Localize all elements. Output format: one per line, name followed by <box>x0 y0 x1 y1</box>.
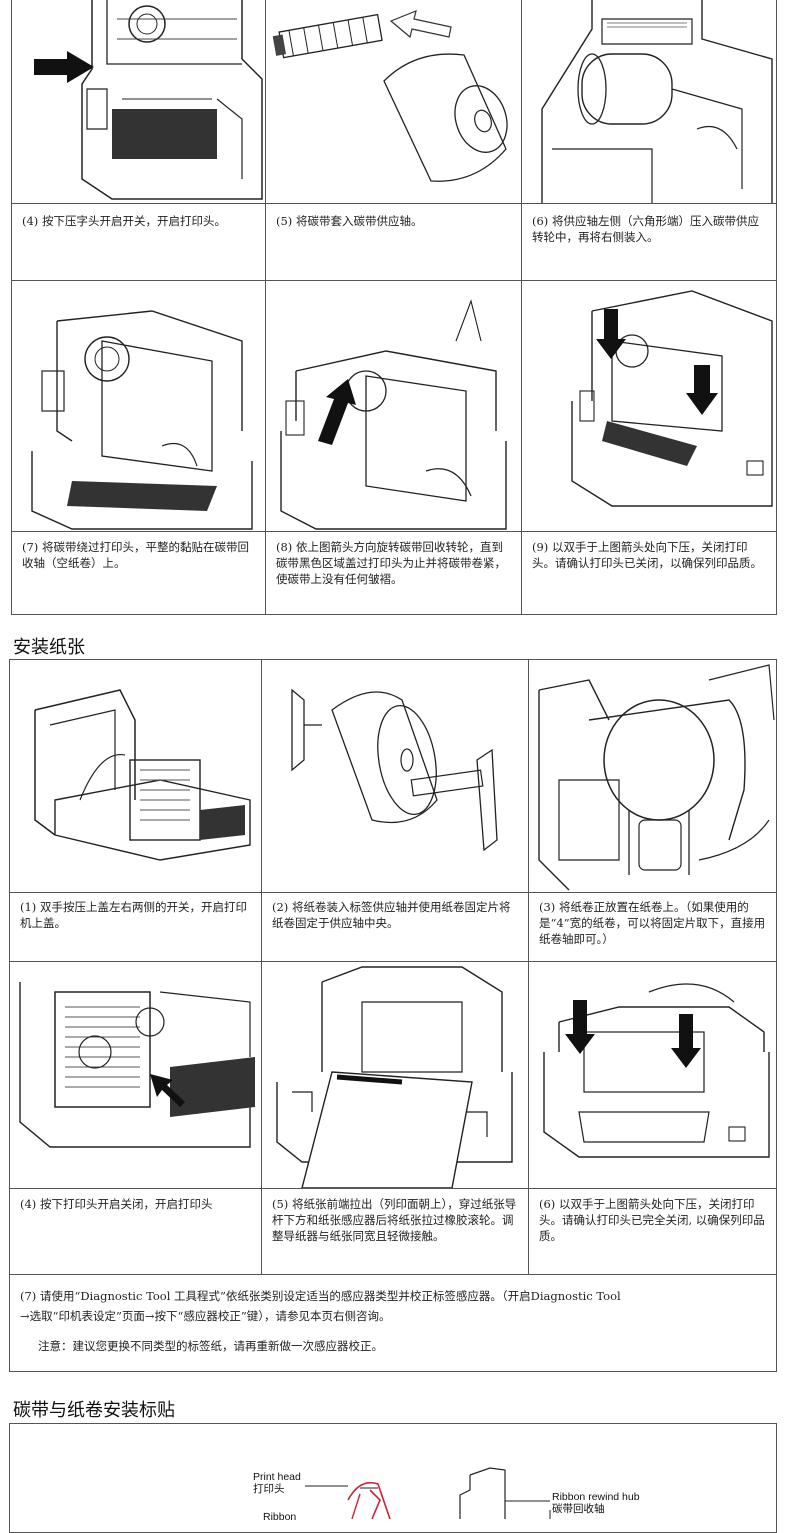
ribbon-step-8-caption-cell: (8) 依上图箭头方向旋转碳带回收转轮，直到碳带黑色区域盖过打印头为止并将碳带卷… <box>265 531 522 615</box>
paper-step-2-image-cell <box>261 659 529 893</box>
arrow-down-icon <box>596 309 626 359</box>
paper-step-1-image-cell <box>9 659 262 893</box>
ribbon-step-6-text: (6) 将供应轴左侧（六角形端）压入碳带供应转轮中，再将右侧装入。 <box>532 214 759 244</box>
ribbon-step-8-text: (8) 依上图箭头方向旋转碳带回收转轮，直到碳带黑色区域盖过打印头为止并将碳带卷… <box>276 540 506 586</box>
arrow-down-icon <box>671 1014 701 1068</box>
ribbon-roll-and-spindle-illustration <box>272 10 508 182</box>
label-ribbon-en: Ribbon <box>263 1511 297 1523</box>
paper-step-1-caption-cell: (1) 双手按压上盖左右两侧的开关，开启打印机上盖。 <box>9 892 262 962</box>
paper-step-6-image-cell <box>528 961 777 1189</box>
close-print-head-paper-illustration <box>543 983 770 1158</box>
paper-step-5-text: (5) 将纸张前端拉出（列印面朝上），穿过纸张导杆下方和纸张感应器后将纸张拉过橡… <box>272 1197 517 1243</box>
pull-paper-through-illustration <box>276 966 513 1188</box>
label-print-head-en: Print head <box>253 1471 301 1483</box>
arrow-left-icon <box>389 10 452 39</box>
ribbon-step-4-caption-cell: (4) 按下压字头开启开关，开启打印头。 <box>11 203 266 281</box>
paper-note-line-1: (7) 请使用“Diagnostic Tool 工具程式”依纸张类别设定适当的感… <box>20 1289 621 1303</box>
ribbon-step-4-text: (4) 按下压字头开启开关，开启打印头。 <box>22 214 226 228</box>
label-rewind-hub-en: Ribbon rewind hub <box>552 1491 640 1503</box>
printer-open-head-illustration <box>34 0 263 200</box>
printer-supply-spindle-illustration <box>541 0 773 203</box>
arrow-down-icon <box>686 365 718 415</box>
ribbon-step-9-text: (9) 以双手于上图箭头处向下压，关闭打印头。请确认打印头已关闭，以确保列印品质… <box>532 540 762 570</box>
sticker-diagram-illustration <box>305 1467 551 1519</box>
ribbon-step-7-caption-cell: (7) 将碳带绕过打印头，平整的黏贴在碳带回收轴（空纸卷）上。 <box>11 531 266 615</box>
ribbon-step-9-caption-cell: (9) 以双手于上图箭头处向下压，关闭打印头。请确认打印头已关闭，以确保列印品质… <box>521 531 777 615</box>
paper-roll-in-printer-illustration <box>538 664 775 891</box>
paper-step-3-image-cell <box>528 659 777 893</box>
ribbon-step-7-image-cell <box>11 280 266 532</box>
ribbon-step-5-image-cell <box>265 0 522 204</box>
ribbon-step-4-image-cell <box>11 0 266 204</box>
ribbon-step-9-image-cell <box>521 280 777 532</box>
sticker-section-title: 碳带与纸卷安装标贴 <box>13 1400 175 1421</box>
paper-section-title: 安装纸张 <box>13 637 85 658</box>
printer-top-cover-open-illustration <box>34 689 251 861</box>
arrow-right-icon <box>34 51 94 83</box>
paper-step-2-caption-cell: (2) 将纸卷装入标签供应轴并使用纸卷固定片将纸卷固定于供应轴中央。 <box>261 892 529 962</box>
ribbon-over-print-head-illustration <box>31 310 253 530</box>
ribbon-step-5-text: (5) 将碳带套入碳带供应轴。 <box>276 214 423 228</box>
paper-step-4-text: (4) 按下打印头开启关闭，开启打印头 <box>20 1197 213 1211</box>
ribbon-step-5-caption-cell: (5) 将碳带套入碳带供应轴。 <box>265 203 522 281</box>
arrow-down-icon <box>565 1000 595 1054</box>
label-print-head-cn: 打印头 <box>253 1483 285 1495</box>
label-rewind-hub-cn: 碳带回收轴 <box>552 1503 605 1515</box>
paper-roll-spindle-illustration <box>291 688 498 852</box>
paper-step-5-caption-cell: (5) 将纸张前端拉出（列印面朝上），穿过纸张导杆下方和纸张感应器后将纸张拉过橡… <box>261 1188 529 1275</box>
ribbon-step-8-image-cell <box>265 280 522 532</box>
paper-note-cell: (7) 请使用“Diagnostic Tool 工具程式”依纸张类别设定适当的感… <box>9 1274 777 1372</box>
paper-note-tip: 注意：建议您更换不同类型的标签纸，请再重新做一次感应器校正。 <box>38 1339 383 1353</box>
paper-step-4-image-cell <box>9 961 262 1189</box>
paper-step-2-text: (2) 将纸卷装入标签供应轴并使用纸卷固定片将纸卷固定于供应轴中央。 <box>272 900 511 930</box>
ribbon-step-6-image-cell <box>521 0 777 204</box>
paper-step-3-caption-cell: (3) 将纸卷正放置在纸卷上。（如果使用的是“4”宽的纸卷，可以将固定片取下，直… <box>528 892 777 962</box>
close-print-head-illustration <box>571 290 773 507</box>
ribbon-step-6-caption-cell: (6) 将供应轴左侧（六角形端）压入碳带供应转轮中，再将右侧装入。 <box>521 203 777 281</box>
arrow-up-left-icon <box>150 1074 185 1107</box>
arrow-up-icon <box>318 379 356 445</box>
paper-note-line-2: →选取“印机表设定”页面→按下“感应器校正”键），请参见本页右侧咨询。 <box>20 1309 391 1323</box>
paper-step-1-text: (1) 双手按压上盖左右两侧的开关，开启打印机上盖。 <box>20 900 247 930</box>
paper-step-4-caption-cell: (4) 按下打印头开启关闭，开启打印头 <box>9 1188 262 1275</box>
open-print-head-paper-illustration <box>19 982 255 1148</box>
ribbon-step-7-text: (7) 将碳带绕过打印头，平整的黏贴在碳带回收轴（空纸卷）上。 <box>22 540 249 570</box>
rotate-rewind-hub-illustration <box>280 299 507 530</box>
paper-step-5-image-cell <box>261 961 529 1189</box>
paper-step-6-caption-cell: (6) 以双手于上图箭头处向下压，关闭打印头。请确认打印头已完全关闭, 以确保列… <box>528 1188 777 1275</box>
paper-step-3-text: (3) 将纸卷正放置在纸卷上。（如果使用的是“4”宽的纸卷，可以将固定片取下，直… <box>539 900 766 946</box>
paper-step-6-text: (6) 以双手于上图箭头处向下压，关闭打印头。请确认打印头已完全关闭, 以确保列… <box>539 1197 765 1243</box>
